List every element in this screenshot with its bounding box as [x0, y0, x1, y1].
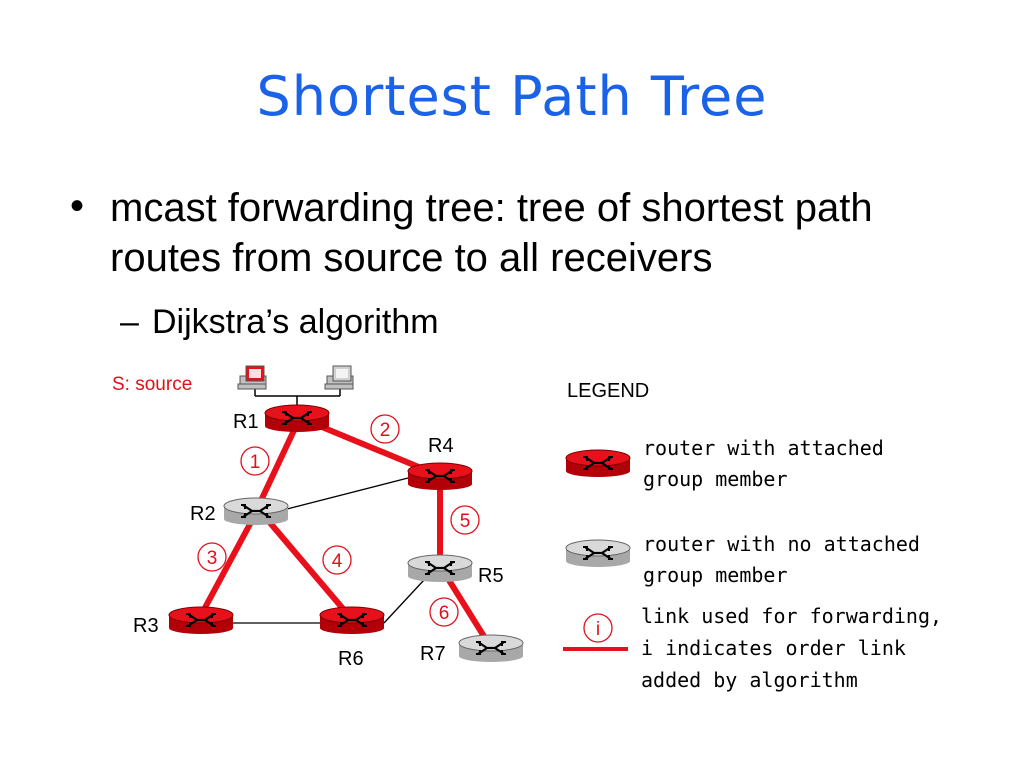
- legend-order-marker: i: [583, 613, 613, 643]
- bullet-marker: •: [70, 184, 85, 228]
- svg-text:2: 2: [380, 420, 391, 441]
- receiver-computer-icon: [324, 365, 354, 390]
- router-label-r3: R3: [133, 615, 159, 637]
- router-r3: [168, 606, 234, 634]
- svg-text:5: 5: [460, 511, 471, 532]
- legend-member-line2: group member: [643, 467, 788, 491]
- svg-text:4: 4: [332, 551, 343, 572]
- legend-nonmember-router-icon: [565, 539, 631, 567]
- router-label-r4: R4: [428, 435, 454, 457]
- router-label-r1: R1: [233, 411, 259, 433]
- slide-title: Shortest Path Tree: [256, 65, 768, 128]
- legend-nonmember-line1: router with no attached: [643, 532, 920, 556]
- router-r1: [264, 404, 330, 432]
- tree-link-r2-r3: [197, 508, 260, 620]
- svg-text:6: 6: [439, 603, 450, 624]
- svg-text:1: 1: [250, 452, 261, 473]
- legend-link-line3: added by algorithm: [641, 668, 858, 692]
- sub-bullet-marker: –: [120, 303, 139, 341]
- order-marker-4: 4: [322, 545, 352, 575]
- legend-link-line1: link used for forwarding,: [641, 604, 942, 628]
- svg-text:i: i: [596, 619, 600, 640]
- link-r2-r4: [286, 477, 409, 510]
- router-r2: [223, 497, 289, 525]
- order-marker-2: 2: [370, 414, 400, 444]
- tree-link-r2-r6: [257, 508, 353, 620]
- router-label-r5: R5: [478, 565, 504, 587]
- sub-bullet-text: Dijkstra’s algorithm: [152, 303, 439, 341]
- legend-member-router-icon: [565, 449, 631, 477]
- legend-member-line1: router with attached: [643, 436, 884, 460]
- bullet-text: mcast forwarding tree: tree of shortest …: [110, 186, 873, 280]
- router-r7: [458, 634, 524, 662]
- tree-links: [197, 417, 493, 649]
- source-label: S: source: [112, 374, 192, 395]
- router-label-r6: R6: [338, 648, 364, 670]
- router-label-r7: R7: [420, 643, 446, 665]
- router-label-r2: R2: [190, 503, 216, 525]
- legend-link-line2: i indicates order link: [641, 636, 906, 660]
- order-marker-5: 5: [450, 505, 480, 535]
- router-r6: [319, 606, 385, 634]
- router-r5: [407, 554, 473, 582]
- order-marker-3: 3: [197, 542, 227, 572]
- svg-text:3: 3: [207, 548, 218, 569]
- legend-title: LEGEND: [567, 380, 649, 402]
- legend-nonmember-line2: group member: [643, 563, 788, 587]
- order-marker-6: 6: [429, 597, 459, 627]
- tree-link-r1-r2: [254, 421, 300, 512]
- order-marker-1: 1: [240, 446, 270, 476]
- router-r4: [407, 462, 473, 490]
- tree-link-r5-r7: [439, 566, 493, 649]
- source-computer-icon: [237, 365, 267, 390]
- link-r6-r5: [383, 579, 425, 624]
